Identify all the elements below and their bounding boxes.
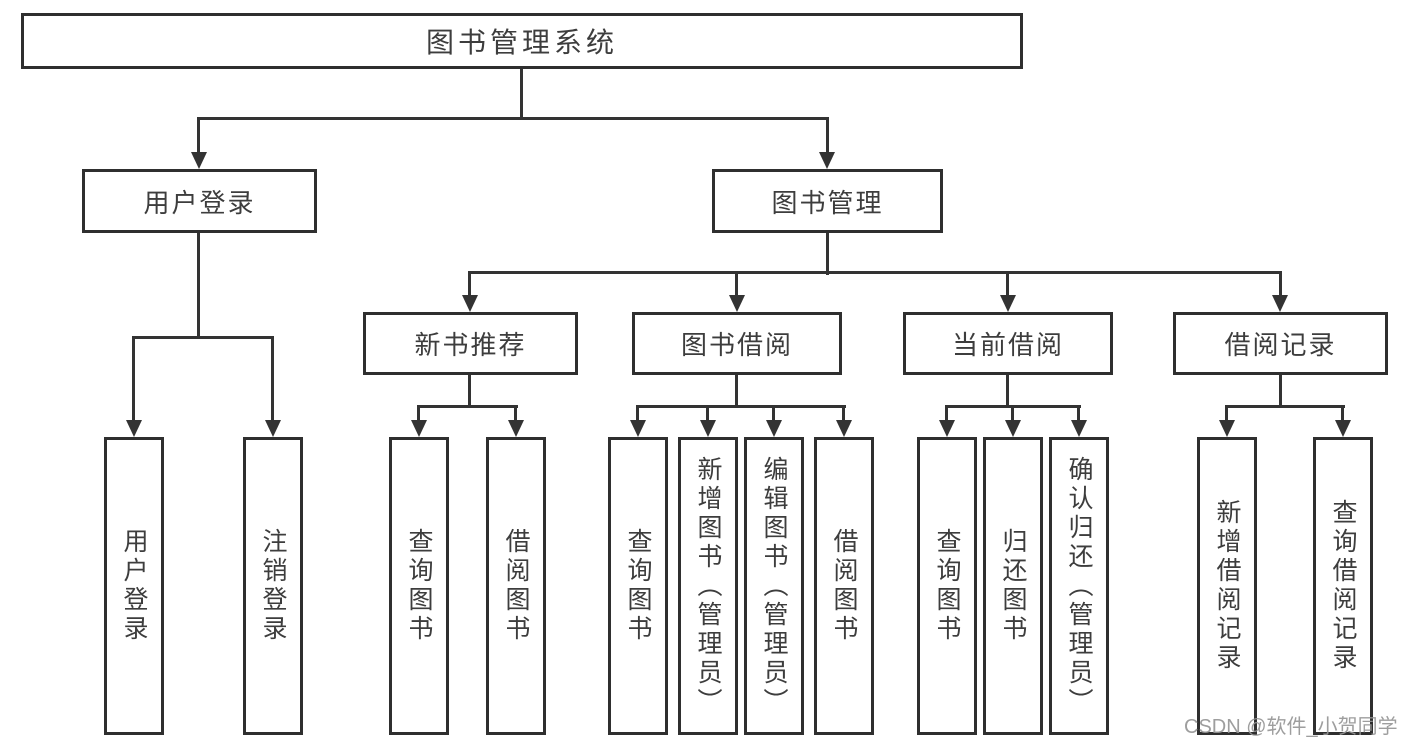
connector-line (417, 405, 518, 408)
node-new-book-recommend: 新书推荐 (363, 312, 578, 375)
arrow-down-icon (819, 152, 835, 169)
connector-line (826, 233, 829, 275)
leaf-current-return-book: 归还图书 (983, 437, 1043, 735)
arrow-down-icon (836, 420, 852, 437)
connector-line (520, 69, 523, 119)
node-user-login: 用户登录 (82, 169, 317, 233)
connector-line (842, 405, 845, 422)
connector-line (1279, 271, 1282, 297)
connector-line (468, 375, 471, 408)
arrow-down-icon (1000, 295, 1016, 312)
connector-line (468, 271, 471, 297)
connector-line (1225, 405, 1345, 408)
connector-line (271, 336, 274, 422)
arrow-down-icon (191, 152, 207, 169)
connector-line (514, 405, 517, 422)
connector-line (735, 271, 738, 297)
csdn-watermark: CSDN @软件_小贺同学 (1184, 716, 1398, 738)
connector-line (468, 271, 1282, 274)
arrow-down-icon (1335, 420, 1351, 437)
arrow-down-icon (1219, 420, 1235, 437)
connector-line (132, 336, 274, 339)
connector-line (197, 117, 200, 154)
arrow-down-icon (265, 420, 281, 437)
arrow-down-icon (700, 420, 716, 437)
connector-line (197, 117, 829, 120)
arrow-down-icon (729, 295, 745, 312)
connector-line (1006, 271, 1009, 297)
connector-line (417, 405, 420, 422)
connector-line (1341, 405, 1344, 422)
arrow-down-icon (462, 295, 478, 312)
connector-line (1077, 405, 1080, 422)
connector-line (706, 405, 709, 422)
connector-line (1225, 405, 1228, 422)
arrow-down-icon (1272, 295, 1288, 312)
arrow-down-icon (766, 420, 782, 437)
leaf-logout: 注销登录 (243, 437, 303, 735)
arrow-down-icon (126, 420, 142, 437)
leaf-records-add-record: 新增借阅记录 (1197, 437, 1257, 735)
leaf-user-login: 用户登录 (104, 437, 164, 735)
connector-line (735, 375, 738, 407)
connector-line (772, 405, 775, 422)
arrow-down-icon (1071, 420, 1087, 437)
leaf-borrow-query-book: 查询图书 (608, 437, 668, 735)
leaf-borrow-borrow-book: 借阅图书 (814, 437, 874, 735)
connector-line (636, 405, 846, 408)
connector-line (1279, 375, 1282, 408)
arrow-down-icon (411, 420, 427, 437)
node-current-borrow: 当前借阅 (903, 312, 1113, 375)
connector-line (1006, 375, 1009, 408)
arrow-down-icon (939, 420, 955, 437)
node-book-borrow: 图书借阅 (632, 312, 842, 375)
leaf-recommend-query-book: 查询图书 (389, 437, 449, 735)
node-book-management: 图书管理 (712, 169, 943, 233)
connector-line (197, 233, 200, 339)
arrow-down-icon (1005, 420, 1021, 437)
connector-line (826, 117, 829, 154)
leaf-borrow-add-book: 新增图书（管理员） (678, 437, 738, 735)
connector-line (1011, 405, 1014, 422)
arrow-down-icon (508, 420, 524, 437)
node-library-system: 图书管理系统 (21, 13, 1023, 69)
connector-line (132, 336, 135, 422)
leaf-borrow-edit-book: 编辑图书（管理员） (744, 437, 804, 735)
connector-line (945, 405, 948, 422)
leaf-current-confirm-return: 确认归还（管理员） (1049, 437, 1109, 735)
arrow-down-icon (630, 420, 646, 437)
node-borrow-records: 借阅记录 (1173, 312, 1388, 375)
leaf-current-query-book: 查询图书 (917, 437, 977, 735)
leaf-recommend-borrow-book: 借阅图书 (486, 437, 546, 735)
leaf-records-query-record: 查询借阅记录 (1313, 437, 1373, 735)
connector-line (636, 405, 639, 422)
